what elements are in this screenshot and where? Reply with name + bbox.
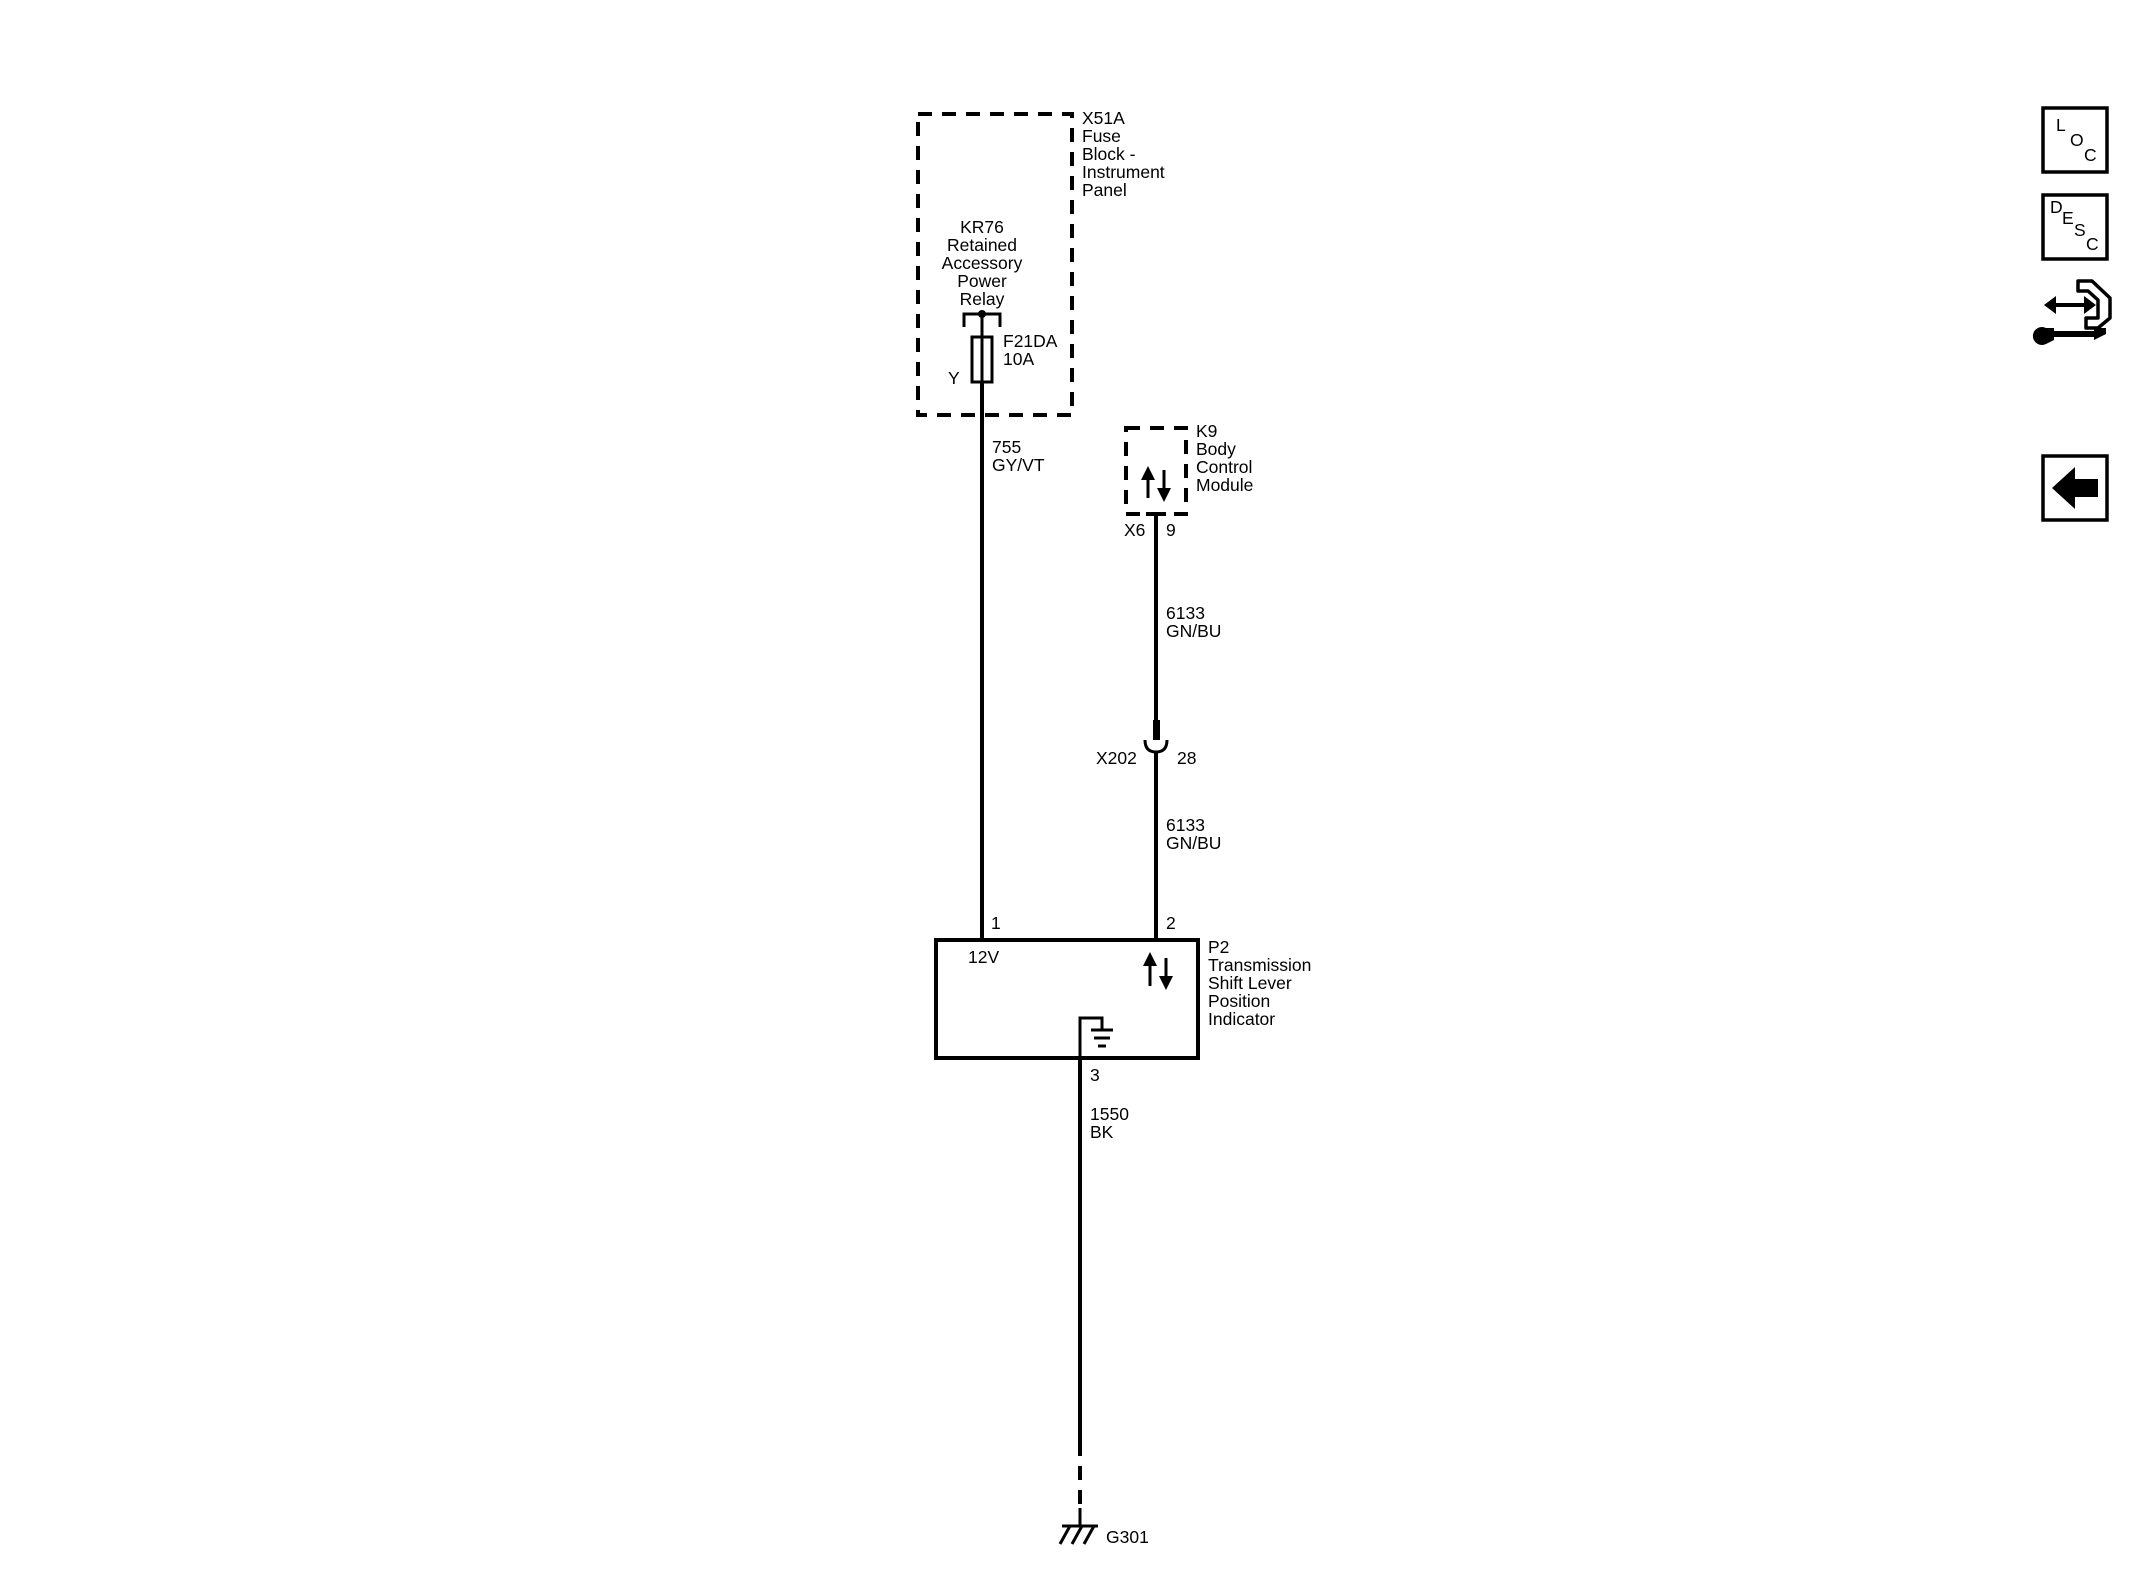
bcm-label-2: Control (1196, 457, 1252, 477)
fuse-label-0: F21DA (1003, 331, 1058, 351)
fuse-block-label-0: X51A (1082, 108, 1125, 128)
wire-1550: 1550 BK (1078, 1058, 1129, 1508)
ground-g301: G301 (1058, 1508, 1149, 1547)
back-button[interactable] (2041, 454, 2109, 522)
relay-label-2: Accessory (942, 253, 1023, 273)
fuse-block-x51a: X51A Fuse Block - Instrument Panel (916, 108, 1165, 417)
wire-6133-lower: 6133 GN/BU (1154, 752, 1221, 940)
chassis-ground-icon (1058, 1508, 1098, 1545)
loc-icon: L O C (2056, 115, 2097, 165)
svg-text:L: L (2056, 115, 2066, 135)
svg-text:C: C (2084, 145, 2097, 165)
p2-label-1: Transmission (1208, 955, 1311, 975)
p2-label-0: P2 (1208, 937, 1229, 957)
inline-connector-x202: X202 28 (1096, 720, 1196, 768)
svg-text:O: O (2070, 130, 2084, 150)
desc-icon: D E S C (2050, 197, 2099, 254)
bcm-label-0: K9 (1196, 421, 1217, 441)
relay-contact-icon (962, 310, 1002, 337)
ground-label: G301 (1106, 1527, 1149, 1547)
internal-ground-icon (1078, 1016, 1113, 1058)
p2-label-2: Shift Lever (1208, 973, 1292, 993)
bidirectional-arrows-icon (1141, 466, 1171, 502)
svg-text:C: C (2086, 234, 2099, 254)
wire-1550-label-0: 1550 (1090, 1104, 1129, 1124)
bcm-k9: K9 Body Control Module X6 9 (1124, 421, 1253, 540)
svg-text:E: E (2062, 208, 2074, 228)
p2-pin2-label: 2 (1166, 913, 1176, 933)
bcm-connector-label: X6 (1124, 520, 1145, 540)
fuse-block-label-3: Instrument (1082, 162, 1165, 182)
wire-6133-upper-label-0: 6133 (1166, 603, 1205, 623)
wire-6133-lower-label-0: 6133 (1166, 815, 1205, 835)
bidirectional-arrows-icon (1143, 952, 1173, 990)
wire-755-label-0: 755 (992, 437, 1021, 457)
relay-label-4: Relay (960, 289, 1005, 309)
fuse-block-label-1: Fuse (1082, 126, 1121, 146)
wire-755-label-1: GY/VT (992, 455, 1045, 475)
bcm-label-1: Body (1196, 439, 1236, 459)
wire-6133-upper-label-1: GN/BU (1166, 621, 1221, 641)
back-arrow-icon (2052, 467, 2098, 509)
svg-text:D: D (2050, 197, 2063, 217)
bcm-label-3: Module (1196, 475, 1253, 495)
wire-6133-lower-label-1: GN/BU (1166, 833, 1221, 853)
wire-1550-label-1: BK (1090, 1122, 1114, 1142)
p2-label-3: Position (1208, 991, 1270, 1011)
relay-label-0: KR76 (960, 217, 1004, 237)
relay-label-3: Power (957, 271, 1007, 291)
relay-kr76: KR76 Retained Accessory Power Relay (942, 217, 1023, 337)
component-p2: 1 2 12V P2 Transmission Shift Lever Posi… (934, 913, 1311, 1085)
fuse-block-label-4: Panel (1082, 180, 1127, 200)
inline-connector-pin: 28 (1177, 748, 1196, 768)
inline-connector-name: X202 (1096, 748, 1137, 768)
bcm-pin-label: 9 (1166, 520, 1176, 540)
loc-button[interactable]: L O C (2041, 106, 2109, 174)
p2-voltage-label: 12V (968, 947, 999, 967)
svg-text:S: S (2074, 220, 2086, 240)
p2-pin1-label: 1 (991, 913, 1001, 933)
wire-755: 755 GY/VT (980, 382, 1045, 940)
p2-pin3-label: 3 (1090, 1065, 1100, 1085)
connector-repair-button[interactable] (2032, 279, 2112, 346)
wire-6133-upper: 6133 GN/BU (1154, 514, 1221, 728)
fuse-block-label-2: Block - (1082, 144, 1136, 164)
fuse-f21da: F21DA 10A Y (948, 331, 1058, 388)
connector-repair-icon (2032, 279, 2112, 346)
fuse-label-1: 10A (1003, 349, 1034, 369)
desc-button[interactable]: D E S C (2041, 193, 2109, 261)
relay-label-1: Retained (947, 235, 1017, 255)
fuse-terminal-label: Y (948, 368, 960, 388)
p2-label-4: Indicator (1208, 1009, 1275, 1029)
